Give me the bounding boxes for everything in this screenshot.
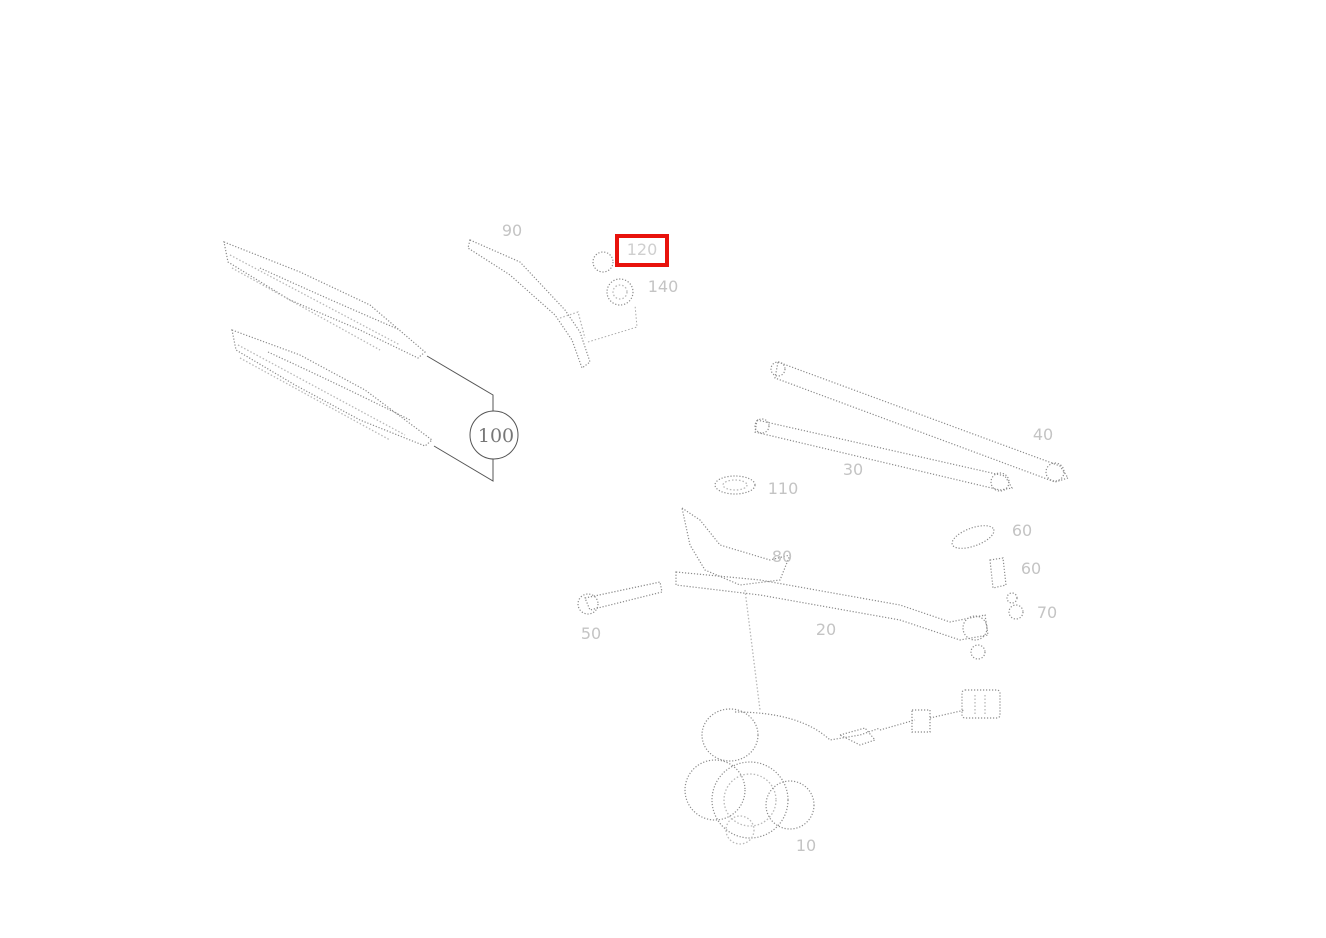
pivot-bolt[interactable]	[577, 581, 663, 615]
callout-40[interactable]: 40	[1033, 425, 1053, 444]
callout-110[interactable]: 110	[768, 479, 799, 498]
arm-nut[interactable]	[592, 251, 614, 273]
linkage-rod-30[interactable]	[754, 418, 1013, 492]
callout-20[interactable]: 20	[816, 620, 836, 639]
callout-60b[interactable]: 60	[1021, 559, 1041, 578]
callout-70[interactable]: 70	[1037, 603, 1057, 622]
harness-connector[interactable]	[961, 689, 1001, 719]
callout-60a[interactable]: 60	[1012, 521, 1032, 540]
callout-140[interactable]: 140	[648, 277, 679, 296]
wiper-motor[interactable]	[684, 708, 881, 845]
callout-100-label: 100	[478, 425, 514, 447]
wiper-blade-lower[interactable]	[231, 329, 433, 447]
washer-60[interactable]	[989, 557, 1007, 589]
callout-10[interactable]: 10	[796, 836, 816, 855]
callout-90[interactable]: 90	[502, 221, 522, 240]
wiper-blade-upper[interactable]	[223, 241, 426, 359]
grommet[interactable]	[714, 475, 756, 495]
wiring-harness[interactable]	[838, 709, 966, 746]
callout-80[interactable]: 80	[772, 547, 792, 566]
callout-30[interactable]: 30	[843, 460, 863, 479]
callout-100-leaders	[426, 355, 494, 482]
highlighted-callout-box[interactable]	[615, 234, 669, 267]
bushing-60[interactable]	[949, 521, 997, 553]
arm-cap[interactable]	[606, 278, 634, 306]
callout-50[interactable]: 50	[581, 624, 601, 643]
linkage-rod-40[interactable]	[770, 361, 1069, 483]
linkage-frame[interactable]	[675, 506, 989, 711]
callout-labels: 90 140 40 30 110 80 60 60 70 50 20 10	[502, 221, 1057, 855]
nut-70[interactable]	[1006, 592, 1024, 620]
wiper-arm[interactable]	[467, 239, 638, 369]
callout-120[interactable]: 120	[626, 240, 658, 259]
callout-100[interactable]: 100	[469, 410, 519, 460]
